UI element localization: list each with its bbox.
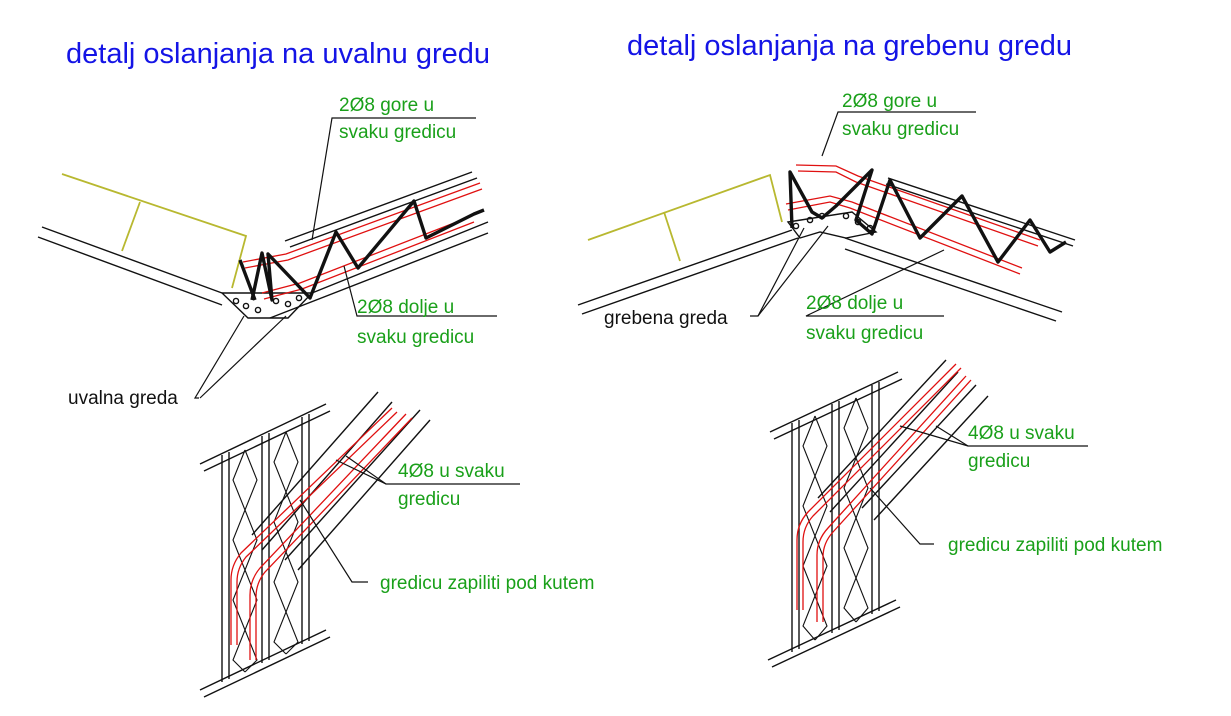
right-roof-bottom-line	[269, 232, 489, 319]
right-bottom-rebar-label-2: svaku gredicu	[806, 323, 923, 344]
break-line-top	[199, 403, 327, 465]
ridge-beam-label: grebena greda	[604, 308, 728, 329]
right-plan-rebar-1	[796, 363, 957, 610]
valley-beam	[220, 292, 314, 319]
left-roof-top-line	[41, 226, 223, 294]
right-plan-rebar-label-2: gredicu	[968, 451, 1030, 472]
right-plan-rebar-2b	[822, 379, 972, 622]
right-plan-rebar-1b	[802, 367, 962, 610]
truss-leg	[238, 259, 257, 301]
plate-edge	[885, 183, 1074, 247]
break-line-bottom-2	[771, 606, 901, 668]
roof-line	[577, 229, 793, 306]
bolt	[254, 306, 262, 314]
plan-rebar-2	[249, 413, 407, 660]
right-top-rebar-label-1: 2Ø8 gore u	[842, 91, 937, 112]
bolt	[242, 302, 250, 310]
diagonal-line	[873, 395, 989, 521]
valley-beam-leader-2	[199, 315, 287, 399]
right-top-rebar-2	[797, 170, 1039, 247]
right-bottom-leader	[805, 249, 945, 317]
diagonal-line	[817, 359, 947, 499]
left-roof-bottom-line	[37, 236, 223, 306]
diagonal-line	[829, 371, 959, 513]
valley-beam-leader-1	[193, 315, 245, 399]
break-line-top-2	[773, 378, 903, 440]
left-cut-leader	[299, 499, 368, 583]
diagonal-line	[861, 384, 977, 509]
valley-beam-label: uvalna greda	[68, 388, 178, 409]
bottom-rebar-2	[263, 221, 475, 300]
leader-branch	[345, 455, 387, 485]
bottom-rebar-1	[261, 215, 473, 294]
bolt	[806, 216, 814, 224]
left-top-rebar-label-1: 2Ø8 gore u	[339, 95, 434, 116]
left-top-leader	[311, 117, 476, 241]
left-plan-rebar-label-2: gredicu	[398, 489, 460, 510]
left-plan-rebar-label-1: 4Ø8 u svaku	[398, 461, 505, 482]
left-bottom-rebar-label-1: 2Ø8 dolje u	[357, 297, 454, 318]
bolt	[232, 297, 240, 305]
right-slab-joint	[663, 211, 681, 262]
bolt	[842, 212, 850, 220]
left-slab-joint	[121, 201, 141, 252]
roof-line	[844, 248, 1057, 322]
right-bottom-rebar-label-1: 2Ø8 dolje u	[806, 293, 903, 314]
right-plan-rebar-2	[816, 375, 967, 622]
right-elevation	[577, 111, 1076, 322]
right-cut-label: gredicu zapiliti pod kutem	[948, 535, 1162, 556]
left-plan	[199, 391, 520, 698]
lattice-zigzag	[843, 397, 857, 623]
lattice-zigzag	[244, 449, 258, 673]
right-plan-rebar-label-1: 4Ø8 u svaku	[968, 423, 1075, 444]
right-slab-outline	[587, 173, 783, 241]
break-line-bottom	[199, 629, 327, 691]
diagonal-line	[251, 391, 379, 536]
bolt	[272, 297, 280, 305]
leader-branch	[935, 425, 969, 447]
ridge-beam-leader-2	[757, 225, 829, 317]
plan-rebar-2b	[255, 417, 413, 660]
right-deck-plate	[887, 177, 1076, 241]
deck-plate-edge	[289, 177, 478, 248]
right-top-leader	[821, 111, 976, 157]
right-plan	[767, 359, 1088, 668]
right-roof-top-line	[311, 221, 489, 294]
right-top-rebar-label-2: svaku gredicu	[842, 119, 959, 140]
right-lattice-truss	[788, 168, 1067, 264]
right-detail-title: detalj oslanjanja na grebenu gredu	[627, 30, 1072, 62]
plan-rebar-1	[230, 407, 393, 645]
diagonal-line	[261, 401, 393, 551]
bolt	[295, 294, 303, 302]
break-line-top	[769, 371, 899, 433]
bolt	[792, 222, 800, 230]
break-line-bottom-2	[203, 636, 331, 698]
left-bottom-leader	[343, 265, 497, 317]
diagonal-line	[297, 419, 431, 571]
diagonal-line	[284, 409, 421, 561]
left-detail-title: detalj oslanjanja na uvalnu gredu	[66, 38, 490, 70]
lattice-truss	[250, 199, 485, 302]
left-top-rebar-label-2: svaku gredicu	[339, 122, 456, 143]
bolt	[284, 300, 292, 308]
left-slab-outline	[61, 173, 248, 289]
left-cut-label: gredicu zapiliti pod kutem	[380, 573, 594, 594]
left-bottom-rebar-label-2: svaku gredicu	[357, 327, 474, 348]
lattice-zigzag	[285, 431, 299, 655]
roof-line	[581, 237, 799, 315]
lattice-zigzag	[855, 397, 869, 623]
lattice-zigzag	[802, 415, 816, 641]
right-cut-leader	[869, 487, 934, 545]
plan-rebar-1b	[236, 411, 398, 645]
break-line-top-2	[203, 410, 331, 472]
left-elevation	[37, 117, 497, 399]
roof-line	[844, 237, 1063, 313]
deck-plate	[284, 171, 473, 242]
